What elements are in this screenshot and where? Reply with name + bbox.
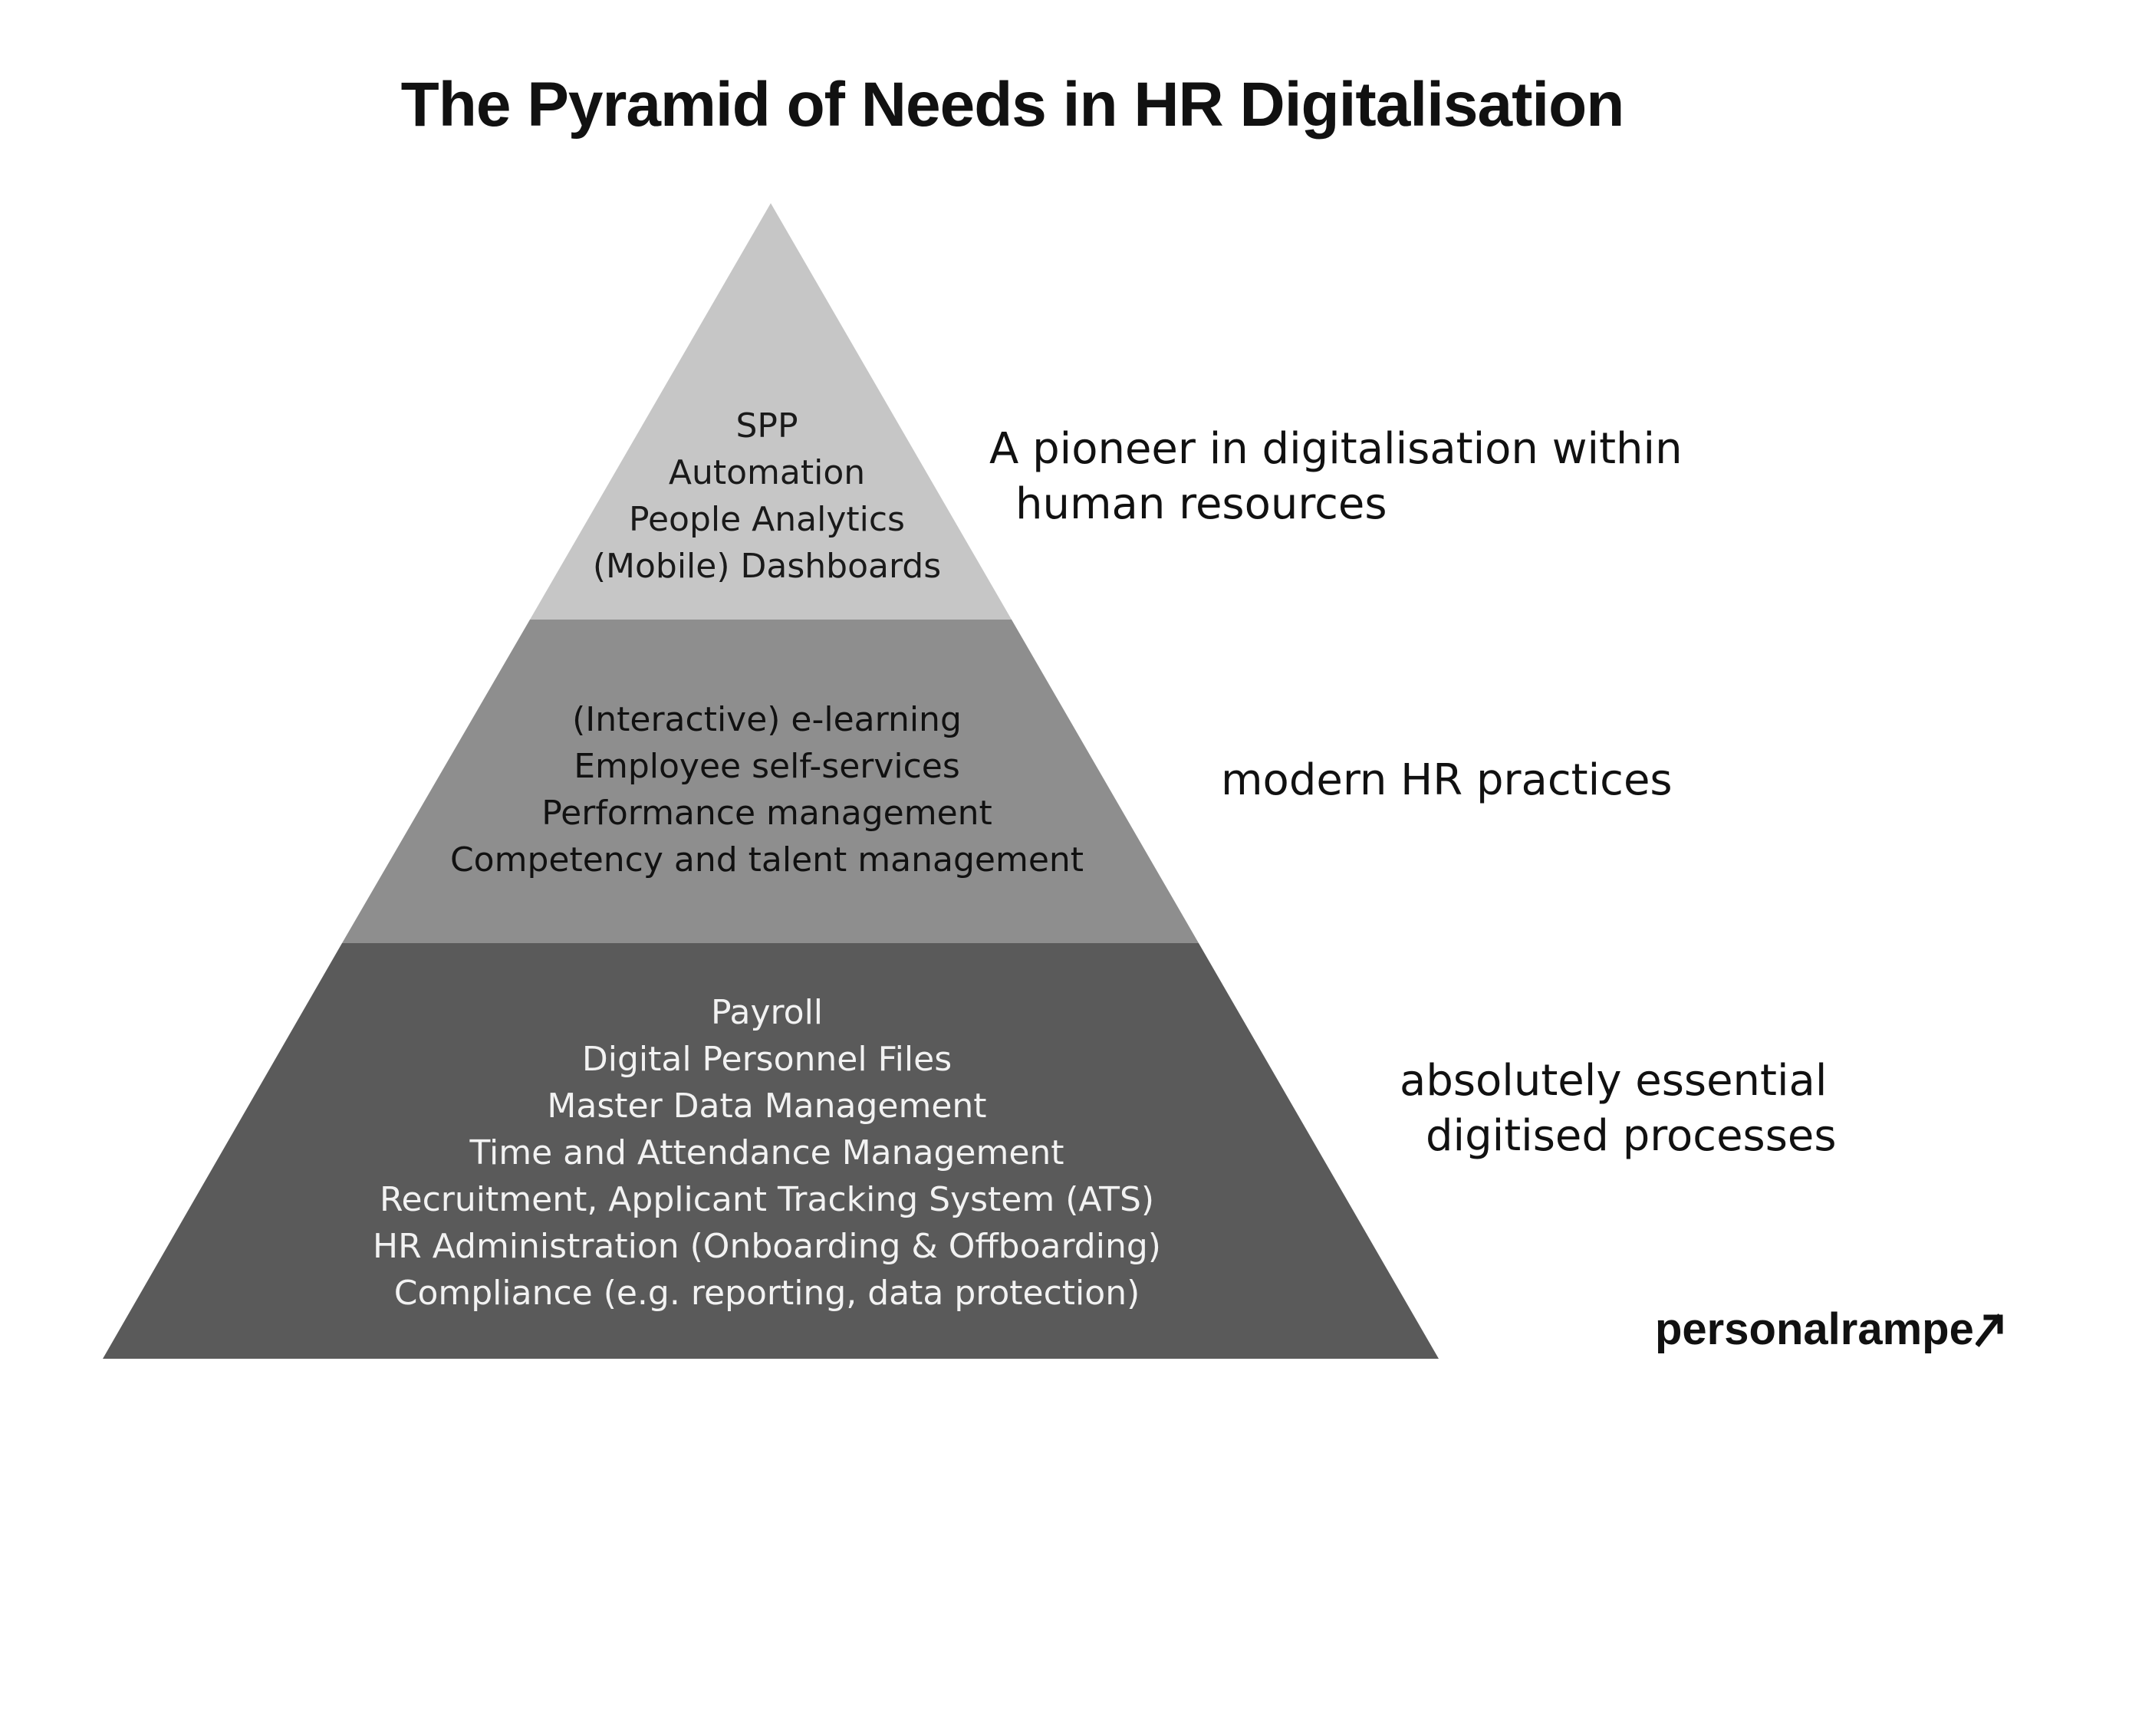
tier-item: Automation	[668, 453, 866, 492]
tier-item: HR Administration (Onboarding & Offboard…	[373, 1227, 1161, 1266]
tier-item: Payroll	[710, 993, 824, 1032]
tier-item: Digital Personnel Files	[581, 1040, 952, 1079]
pyramid-tier-middle	[342, 620, 1199, 943]
pyramid-tier-top	[530, 203, 1012, 620]
label-line: digitised processes	[1426, 1111, 1837, 1161]
tier-item: Employee self-services	[574, 747, 960, 786]
tier-item: Performance management	[541, 794, 992, 833]
rising-arrow-icon	[1975, 1313, 2003, 1347]
label-line: human resources	[1015, 479, 1387, 529]
tier-base-label: absolutely essential digitised processes	[1400, 1054, 1837, 1164]
page-title: The Pyramid of Needs in HR Digitalisatio…	[400, 70, 1625, 140]
tier-item: Compliance (e.g. reporting, data protect…	[393, 1274, 1140, 1313]
tier-item: Master Data Management	[547, 1087, 987, 1126]
tier-top-items: SPP Automation People Analytics (Mobile)…	[537, 403, 997, 590]
tier-item: Recruitment, Applicant Tracking System (…	[379, 1180, 1155, 1219]
brand-name: personalrampe	[1655, 1304, 1974, 1354]
pyramid-tier-base	[103, 943, 1439, 1359]
tier-item: SPP	[735, 406, 798, 446]
tier-item: People Analytics	[629, 500, 905, 539]
tier-item: Competency and talent management	[449, 840, 1084, 880]
tier-item: (Interactive) e-learning	[572, 700, 962, 739]
pyramid-diagram	[103, 203, 1439, 1359]
label-line: A pioneer in digitalisation within	[989, 424, 1683, 474]
tier-item: (Mobile) Dashboards	[592, 547, 942, 586]
brand-logo: personalrampe	[1655, 1304, 2006, 1355]
tier-item: Time and Attendance Management	[469, 1133, 1064, 1172]
label-line: absolutely essential	[1400, 1056, 1828, 1106]
tier-middle-label: modern HR practices	[1221, 753, 1673, 808]
tier-base-items: Payroll Digital Personnel Files Master D…	[307, 989, 1227, 1317]
tier-middle-items: (Interactive) e-learning Employee self-s…	[383, 696, 1150, 883]
tier-top-label: A pioneer in digitalisation within human…	[989, 422, 1683, 532]
label-line: modern HR practices	[1221, 755, 1673, 805]
